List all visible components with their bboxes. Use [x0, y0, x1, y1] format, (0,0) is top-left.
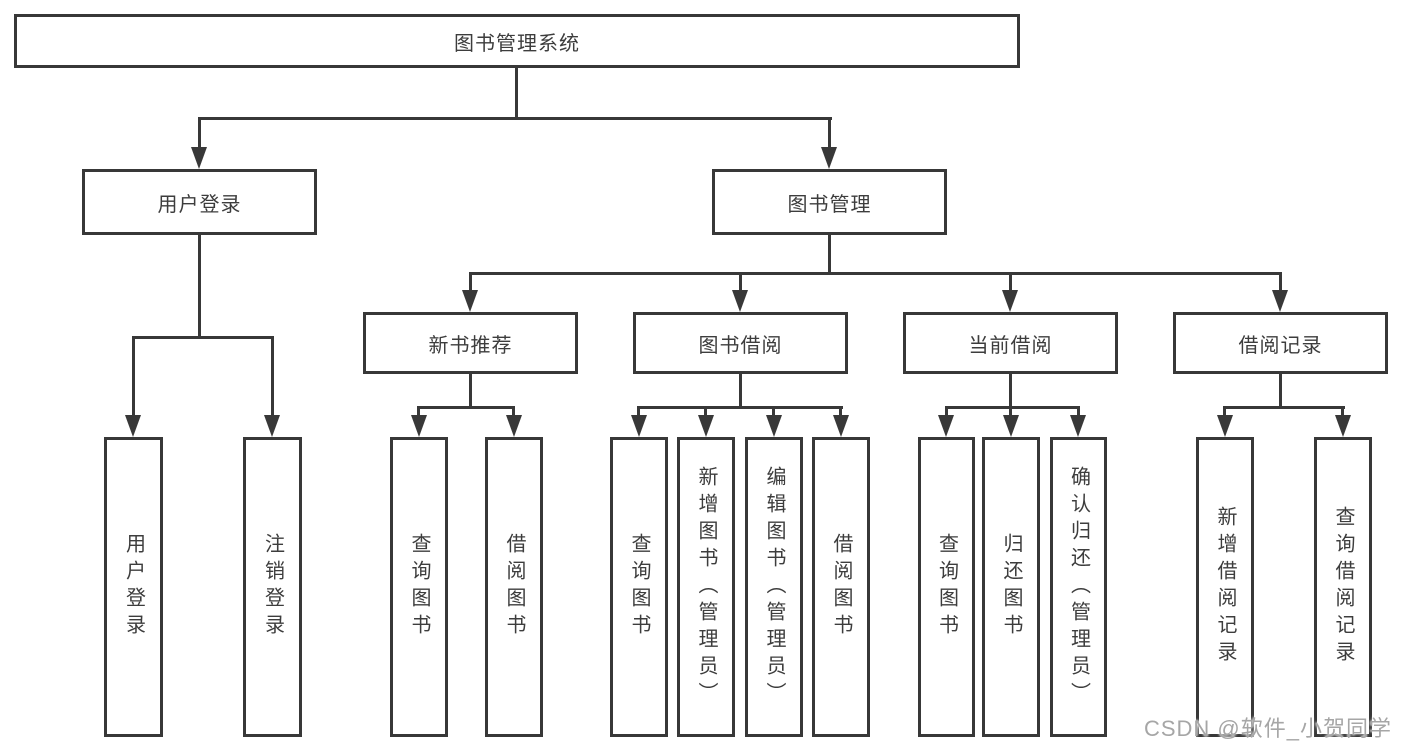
- leaf-recommend-query-book: 查询图书: [390, 437, 448, 737]
- leaf-current-query-book: 查询图书: [918, 437, 975, 737]
- connector-mgmt-to-current-stem: [1009, 272, 1012, 296]
- node-borrowing-records-label: 借阅记录: [1238, 334, 1323, 357]
- connector-root-branch: [198, 117, 832, 120]
- arrow-down-icon: [411, 415, 427, 437]
- node-book-management: 图书管理: [712, 169, 947, 235]
- connector-borrow-stem: [739, 372, 742, 408]
- arrow-down-icon: [1217, 415, 1233, 437]
- arrow-down-icon: [938, 415, 954, 437]
- arrow-down-icon: [821, 147, 837, 169]
- leaf-current-return-book-label: 归还图书: [1000, 533, 1022, 641]
- node-book-management-label: 图书管理: [787, 193, 872, 216]
- leaf-user-login: 用户登录: [104, 437, 163, 737]
- connector-mgmt-to-recommend-stem: [469, 272, 472, 296]
- arrow-down-icon: [732, 290, 748, 312]
- arrow-down-icon: [1272, 290, 1288, 312]
- connector-borrow-leaf1-stem: [637, 406, 640, 420]
- node-current-borrowing-label: 当前借阅: [968, 334, 1053, 357]
- arrow-down-icon: [631, 415, 647, 437]
- connector-user-branch: [132, 336, 274, 339]
- connector-current-branch: [945, 406, 1079, 409]
- connector-recommend-branch: [417, 406, 515, 409]
- leaf-borrow-borrow-book: 借阅图书: [812, 437, 870, 737]
- leaf-current-confirm-return-admin: 确认归还（管理员）: [1050, 437, 1107, 737]
- leaf-borrow-add-book-admin: 新增图书（管理员）: [677, 437, 735, 737]
- node-new-book-recommend: 新书推荐: [363, 312, 578, 374]
- connector-current-leaf1-stem: [945, 406, 948, 420]
- leaf-logout: 注销登录: [243, 437, 302, 737]
- connector-mgmt-to-borrow-stem: [739, 272, 742, 296]
- arrow-down-icon: [1003, 415, 1019, 437]
- arrow-down-icon: [1002, 290, 1018, 312]
- leaf-recommend-borrow-book-label: 借阅图书: [503, 533, 525, 641]
- node-user-login: 用户登录: [82, 169, 317, 235]
- connector-borrow-branch: [637, 406, 843, 409]
- connector-current-leaf3-stem: [1077, 406, 1080, 420]
- leaf-user-login-label: 用户登录: [122, 533, 145, 641]
- connector-user-leaf1-stem: [132, 336, 135, 420]
- arrow-down-icon: [766, 415, 782, 437]
- leaf-current-confirm-return-admin-label: 确认归还（管理员）: [1067, 465, 1090, 709]
- leaf-borrow-edit-book-admin: 编辑图书（管理员）: [745, 437, 803, 737]
- connector-records-leaf2-stem: [1341, 406, 1344, 420]
- connector-recommend-leaf1-stem: [417, 406, 420, 420]
- node-user-login-label: 用户登录: [157, 193, 242, 216]
- leaf-records-query-record-label: 查询借阅记录: [1332, 506, 1354, 668]
- connector-mgmt-stem: [828, 233, 831, 275]
- node-root-label: 图书管理系统: [454, 32, 580, 55]
- leaf-borrow-query-book-label: 查询图书: [628, 533, 650, 641]
- leaf-records-add-record: 新增借阅记录: [1196, 437, 1254, 737]
- arrow-down-icon: [191, 147, 207, 169]
- arrow-down-icon: [462, 290, 478, 312]
- arrow-down-icon: [1070, 415, 1086, 437]
- node-root-library-system: 图书管理系统: [14, 14, 1020, 68]
- connector-current-stem: [1009, 372, 1012, 408]
- node-borrowing-records: 借阅记录: [1173, 312, 1388, 374]
- node-book-borrowing-label: 图书借阅: [698, 334, 783, 357]
- arrow-down-icon: [698, 415, 714, 437]
- connector-user-leaf2-stem: [271, 336, 274, 420]
- connector-mgmt-to-records-stem: [1279, 272, 1282, 296]
- leaf-logout-label: 注销登录: [261, 533, 284, 641]
- leaf-borrow-query-book: 查询图书: [610, 437, 668, 737]
- arrow-down-icon: [264, 415, 280, 437]
- leaf-borrow-add-book-admin-label: 新增图书（管理员）: [695, 465, 717, 709]
- connector-recommend-leaf2-stem: [512, 406, 515, 420]
- connector-current-leaf2-stem: [1009, 406, 1012, 420]
- arrow-down-icon: [1335, 415, 1351, 437]
- connector-records-stem: [1279, 372, 1282, 408]
- connector-records-branch: [1223, 406, 1345, 409]
- connector-root-stem: [515, 66, 518, 120]
- connector-records-leaf1-stem: [1223, 406, 1226, 420]
- node-new-book-recommend-label: 新书推荐: [428, 334, 513, 357]
- connector-root-to-user-stem: [198, 117, 201, 152]
- connector-root-to-mgmt-stem: [828, 117, 831, 152]
- arrow-down-icon: [506, 415, 522, 437]
- node-book-borrowing: 图书借阅: [633, 312, 848, 374]
- connector-borrow-leaf2-stem: [704, 406, 707, 420]
- leaf-recommend-borrow-book: 借阅图书: [485, 437, 543, 737]
- connector-borrow-leaf4-stem: [839, 406, 842, 420]
- csdn-watermark: CSDN @软件_小贺同学: [1143, 716, 1392, 741]
- arrow-down-icon: [125, 415, 141, 437]
- node-current-borrowing: 当前借阅: [903, 312, 1118, 374]
- leaf-borrow-borrow-book-label: 借阅图书: [830, 533, 852, 641]
- leaf-records-add-record-label: 新增借阅记录: [1214, 506, 1236, 668]
- leaf-current-query-book-label: 查询图书: [935, 533, 958, 641]
- connector-mgmt-branch: [469, 272, 1282, 275]
- connector-borrow-leaf3-stem: [772, 406, 775, 420]
- leaf-borrow-edit-book-admin-label: 编辑图书（管理员）: [763, 465, 785, 709]
- leaf-current-return-book: 归还图书: [982, 437, 1040, 737]
- connector-user-stem: [198, 233, 201, 339]
- leaf-records-query-record: 查询借阅记录: [1314, 437, 1372, 737]
- arrow-down-icon: [833, 415, 849, 437]
- connector-recommend-stem: [469, 372, 472, 408]
- leaf-recommend-query-book-label: 查询图书: [408, 533, 430, 641]
